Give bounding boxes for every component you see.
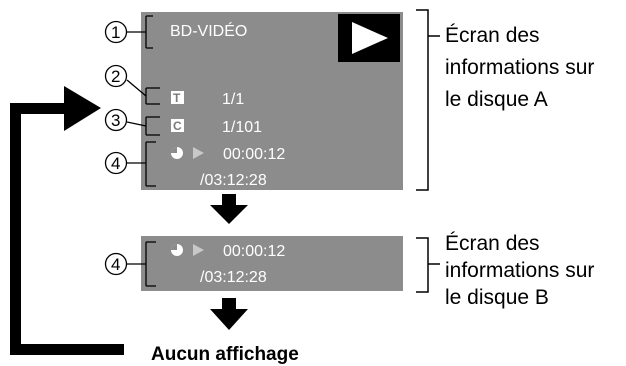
disc-b-caption-line3: le disque B (445, 286, 549, 309)
play-icon (338, 14, 400, 62)
disc-a-caption-line2: informations sur (445, 56, 594, 79)
down-arrow-icon (210, 298, 248, 330)
svg-text:2: 2 (111, 67, 120, 86)
down-arrow-icon (210, 194, 248, 224)
svg-text:T: T (173, 91, 181, 105)
svg-text:1: 1 (111, 23, 120, 42)
elapsed-time: 00:00:12 (223, 146, 285, 163)
disc-b-info-screen (141, 236, 403, 291)
callout-1: ① 1 (104, 15, 153, 49)
chapter-icon: C (171, 119, 184, 133)
disc-type-label: BD-VIDÉO (170, 21, 247, 40)
disc-b-bracket (416, 237, 440, 293)
disc-b-caption-line1: Écran des (445, 232, 540, 255)
callout-3: ③ 3 (104, 108, 160, 136)
chapter-number: 1/101 (222, 119, 262, 136)
no-display-caption: Aucun affichage (151, 344, 299, 365)
loop-back-arrow-icon (10, 86, 124, 355)
elapsed-time: 00:00:12 (223, 243, 285, 260)
svg-text:4: 4 (111, 154, 120, 173)
svg-text:3: 3 (111, 111, 120, 130)
total-time: /03:12:28 (200, 172, 267, 189)
callout-2: ② 2 (104, 64, 160, 105)
disc-a-caption-line1: Écran des (445, 24, 540, 47)
callout-4: ④ 4 (104, 241, 156, 287)
clock-icon (171, 244, 183, 256)
title-icon: T (171, 91, 184, 105)
title-number: 1/1 (222, 91, 244, 108)
disc-a-caption-line3: le disque A (445, 88, 548, 111)
clock-icon (171, 147, 183, 159)
total-time: /03:12:28 (200, 269, 267, 286)
svg-text:4: 4 (111, 255, 120, 274)
callout-4: ④ 4 (104, 141, 156, 187)
svg-text:C: C (173, 119, 182, 133)
playback-status-icon (193, 147, 204, 159)
disc-b-caption-line2: informations sur (445, 259, 594, 282)
disc-a-bracket (416, 9, 440, 191)
playback-status-icon (193, 244, 204, 256)
